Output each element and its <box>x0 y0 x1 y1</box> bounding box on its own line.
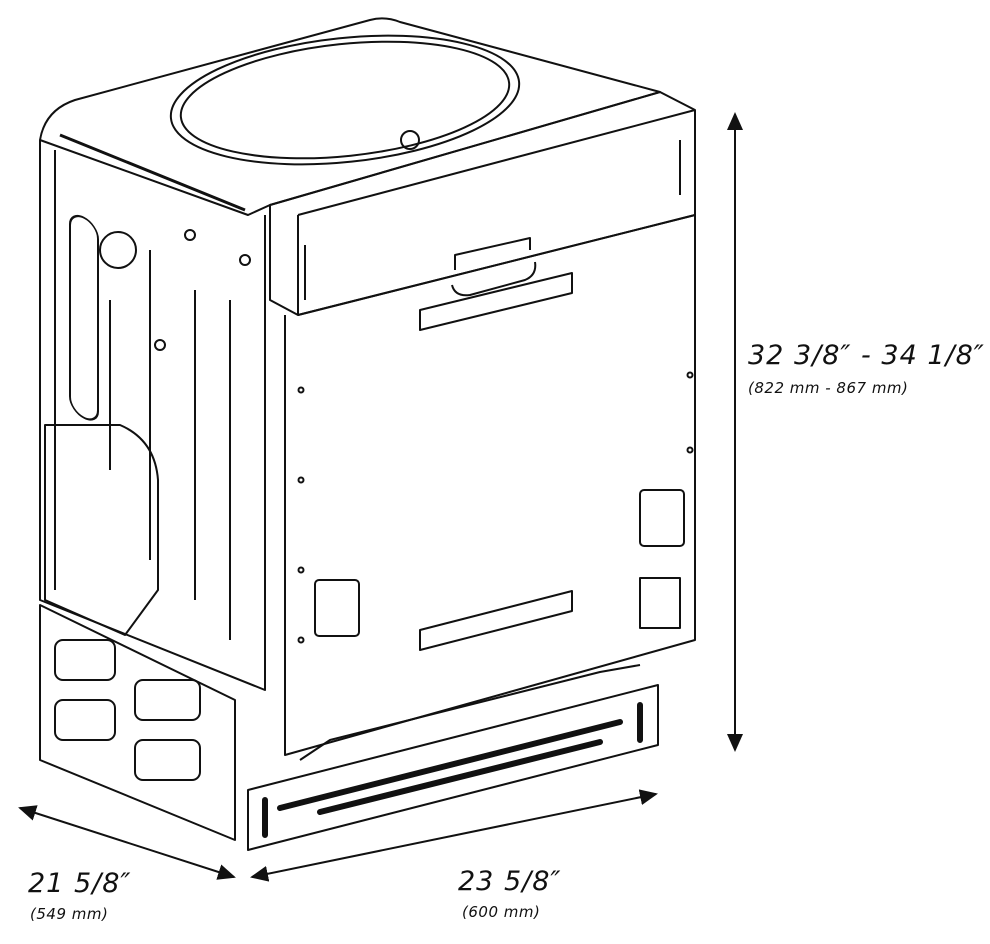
height-imperial-label: 32 3/8″ - 34 1/8″ <box>748 340 985 371</box>
depth-metric-label: (549 mm) <box>30 905 109 923</box>
front-toe-kick <box>247 664 659 851</box>
side-toe-kick <box>39 604 236 841</box>
top-surface <box>39 17 661 216</box>
depth-imperial-label: 21 5/8″ <box>28 868 132 899</box>
depth-dimension-arrow <box>18 805 236 880</box>
width-metric-label: (600 mm) <box>462 903 541 921</box>
width-dimension-arrow <box>250 789 658 882</box>
width-imperial-label: 23 5/8″ <box>458 866 562 897</box>
front-door-panel <box>284 214 696 756</box>
side-panel <box>39 140 266 691</box>
height-metric-label: (822 mm - 867 mm) <box>748 379 909 397</box>
